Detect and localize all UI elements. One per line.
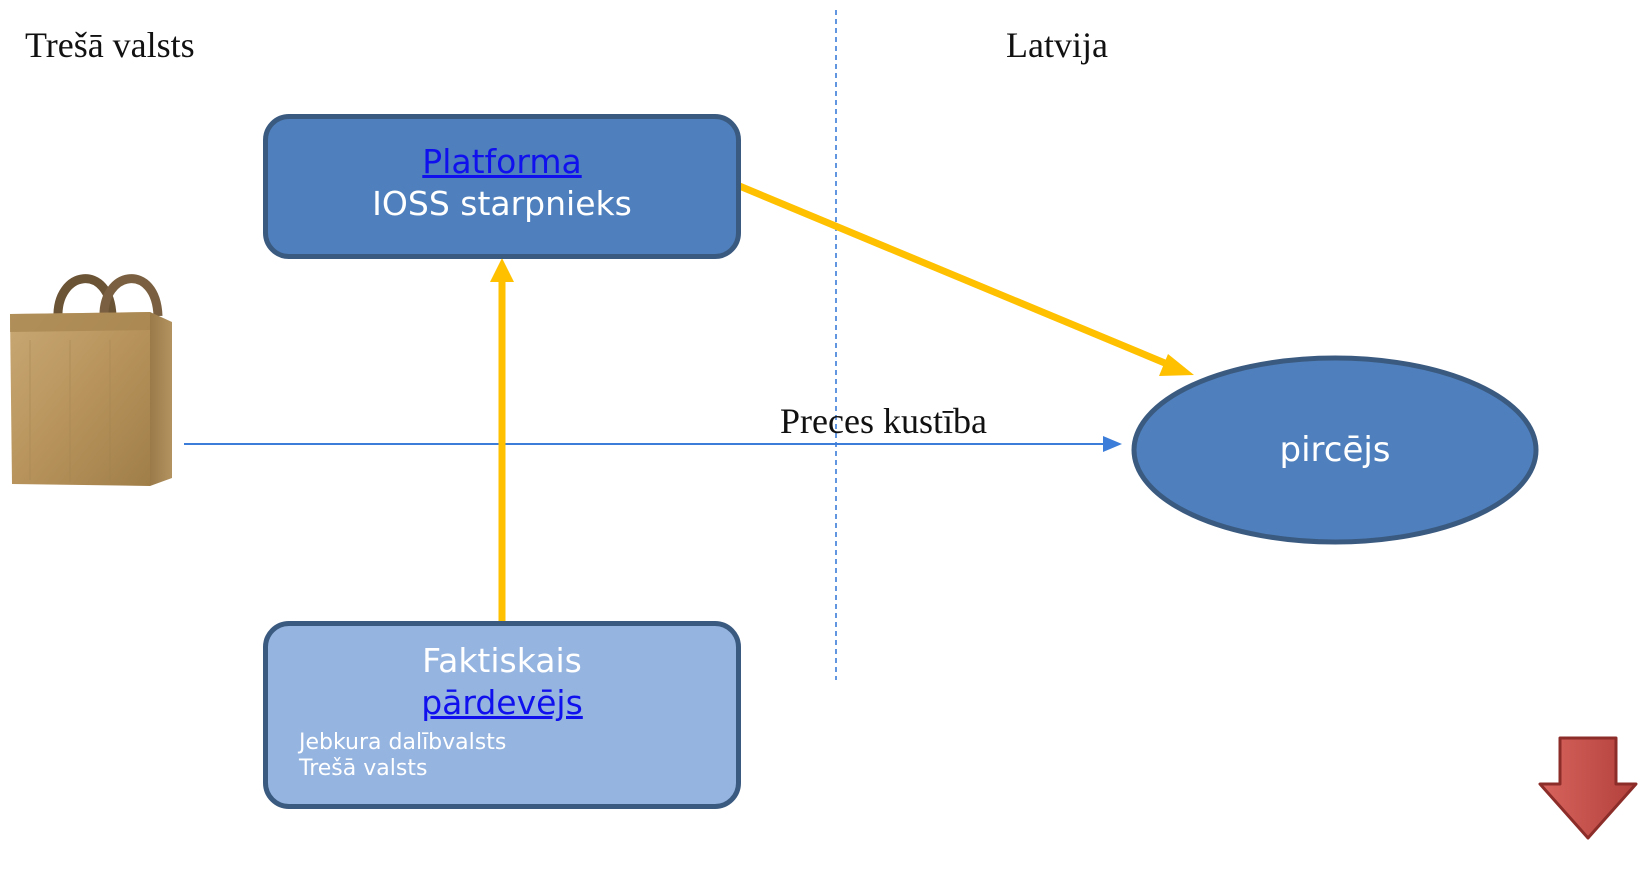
seller-box: Faktiskais pārdevējs Jebkura dalībvalsts…	[263, 621, 741, 809]
platform-link[interactable]: Platforma	[422, 142, 582, 181]
seller-title: Faktiskais	[422, 641, 582, 680]
region-label-third-country: Trešā valsts	[25, 25, 195, 65]
shopping-bag-icon	[10, 274, 172, 486]
buyer-label: pircējs	[1279, 430, 1391, 470]
goods-flow-label: Preces kustība	[780, 401, 987, 441]
goods-flow-arrow	[184, 436, 1122, 452]
seller-to-platform-arrow	[490, 258, 514, 624]
platform-subtitle: IOSS starpnieks	[372, 184, 632, 223]
seller-link[interactable]: pārdevējs	[421, 683, 583, 722]
platform-box: Platforma IOSS starpnieks	[263, 114, 741, 259]
buyer-ellipse	[1131, 355, 1539, 545]
down-arrow-icon[interactable]	[1538, 736, 1638, 840]
region-label-latvia: Latvija	[1006, 25, 1108, 65]
seller-detail-third-country: Trešā valsts	[299, 756, 428, 781]
platform-to-buyer-arrow	[735, 181, 1194, 376]
seller-detail-any-member-state: Jebkura dalībvalsts	[299, 730, 507, 755]
